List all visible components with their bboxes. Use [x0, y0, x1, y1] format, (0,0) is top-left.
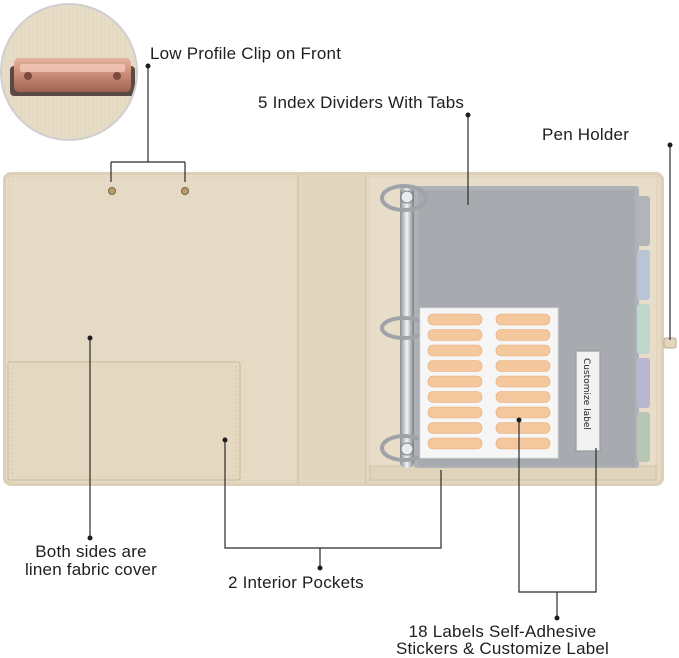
divider-tab-2	[637, 250, 650, 300]
label-sticker	[495, 422, 551, 434]
label-sticker	[427, 329, 483, 341]
customize-label-sticker: Customize label	[575, 350, 601, 452]
label-sticker	[427, 360, 483, 372]
callout-labels-line1: 18 Labels Self-Adhesive	[408, 622, 597, 641]
ring-top	[380, 184, 428, 212]
label-sticker	[495, 344, 551, 357]
callout-pen-holder: Pen Holder	[542, 125, 630, 144]
clip-rivet-left	[108, 187, 116, 195]
divider-tab-3	[637, 304, 650, 354]
clip-rivet-right	[181, 187, 189, 195]
callout-dividers: 5 Index Dividers With Tabs	[258, 93, 465, 112]
label-sticker	[427, 406, 483, 419]
label-sticker	[427, 422, 483, 434]
label-sticker	[495, 329, 551, 341]
leader-lines	[89, 66, 671, 618]
label-sticker	[427, 375, 483, 388]
spine	[298, 175, 366, 483]
leader-dots	[87, 63, 673, 621]
callout-linen-line2: linen fabric cover	[24, 560, 158, 579]
label-sticker	[427, 437, 483, 450]
leader-pockets	[224, 440, 442, 549]
label-sticker	[495, 375, 551, 388]
callout-labels-line2: Stickers & Customize Label	[395, 639, 610, 658]
leader-clip-bracket	[110, 161, 186, 182]
label-sticker	[495, 313, 551, 326]
callout-clip: Low Profile Clip on Front	[150, 44, 342, 63]
ring-bar	[400, 186, 414, 468]
right-pocket	[369, 465, 657, 481]
left-pocket	[7, 361, 241, 481]
customize-label-text: Customize label	[581, 358, 591, 430]
label-sticker	[427, 344, 483, 357]
label-sticker	[427, 313, 483, 326]
label-sticker	[427, 391, 483, 403]
label-sticker	[495, 437, 551, 450]
divider-tab-1	[637, 196, 650, 246]
divider-tab-4	[637, 358, 650, 408]
callout-linen-line1: Both sides are	[35, 542, 147, 561]
label-sticker	[495, 391, 551, 403]
label-sticker	[495, 406, 551, 419]
customize-label-frame	[575, 350, 601, 452]
divider-tab-5	[637, 412, 650, 462]
label-sticker	[495, 360, 551, 372]
label-sticker-sheet	[419, 307, 559, 459]
callout-pockets: 2 Interior Pockets	[228, 573, 364, 592]
clip-zoom-inset	[0, 3, 138, 141]
